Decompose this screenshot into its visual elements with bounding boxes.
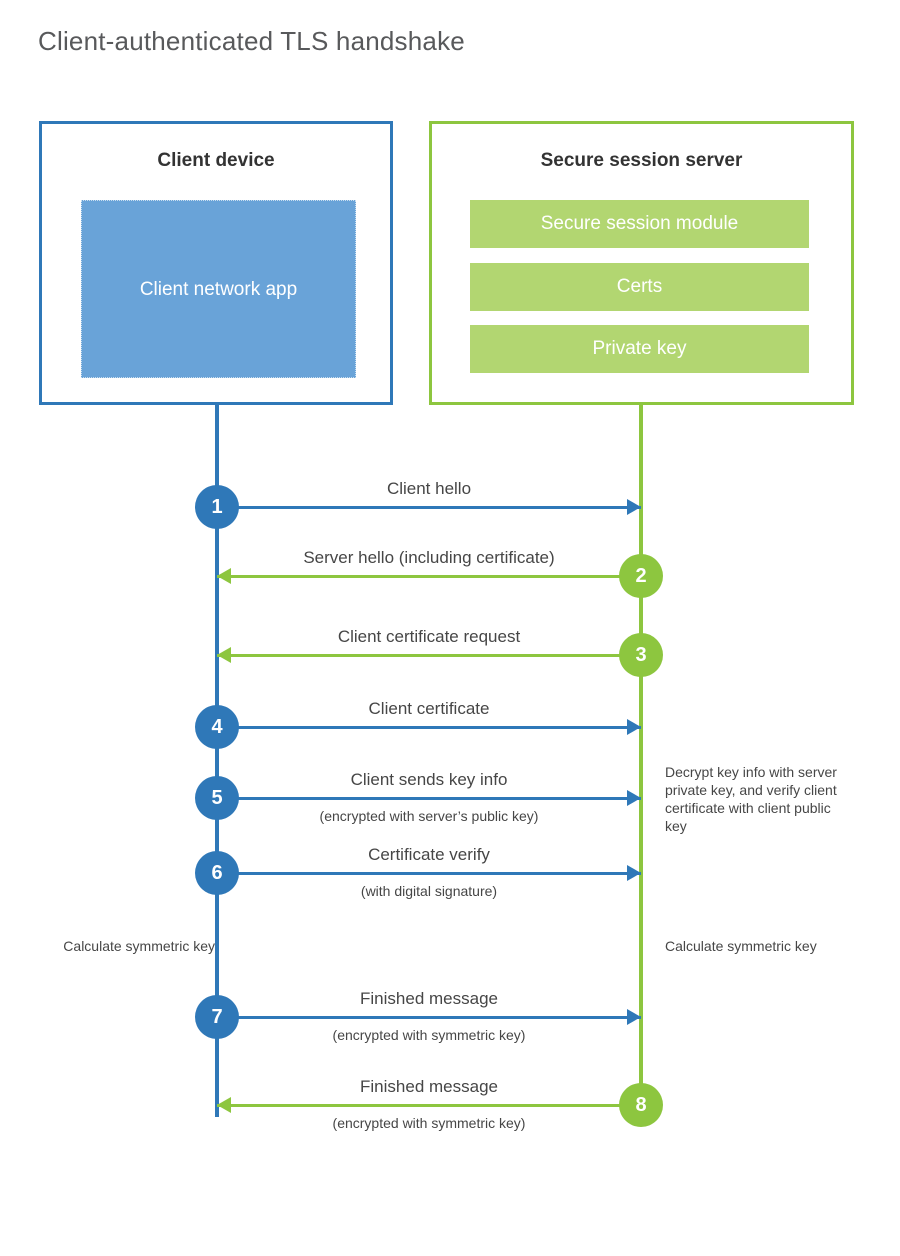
message-label-1: Client hello [386, 479, 472, 498]
server-component-certs: Certs [470, 263, 809, 311]
step-circle-7[interactable]: 7 [195, 995, 239, 1039]
server-lifeline [639, 405, 643, 1105]
message-sublabel-8: (encrypted with symmetric key) [332, 1115, 526, 1131]
server-component-private-key: Private key [470, 325, 809, 373]
message-label-3: Client certificate request [337, 627, 521, 646]
message-sublabel-5: (encrypted with server’s public key) [319, 808, 539, 824]
client-lifeline [215, 405, 219, 1117]
arrow-head-5 [627, 790, 641, 806]
message-label-6: Certificate verify [368, 845, 490, 864]
step-circle-6[interactable]: 6 [195, 851, 239, 895]
message-line-2 [217, 575, 641, 578]
step-circle-1[interactable]: 1 [195, 485, 239, 529]
message-line-8 [217, 1104, 641, 1107]
message-line-1 [217, 506, 641, 509]
server-component-secure-session-module: Secure session module [470, 200, 809, 248]
arrow-head-3 [217, 647, 231, 663]
step-circle-2[interactable]: 2 [619, 554, 663, 598]
arrow-head-6 [627, 865, 641, 881]
message-label-7: Finished message [360, 989, 498, 1008]
arrow-head-4 [627, 719, 641, 735]
message-line-5 [217, 797, 641, 800]
message-label-5: Client sends key info [350, 770, 508, 789]
arrow-head-2 [217, 568, 231, 584]
step-circle-4[interactable]: 4 [195, 705, 239, 749]
step-circle-3[interactable]: 3 [619, 633, 663, 677]
step-circle-5[interactable]: 5 [195, 776, 239, 820]
message-label-8: Finished message [360, 1077, 498, 1096]
message-label-4: Client certificate [368, 699, 490, 718]
arrow-head-8 [217, 1097, 231, 1113]
note-server-calculate-symmetric-key: Calculate symmetric key [665, 938, 817, 954]
secure-session-server-box: Secure session server Secure session mod… [429, 121, 854, 405]
client-device-title: Client device [157, 150, 275, 171]
message-label-2: Server hello (including certificate) [303, 548, 555, 567]
message-line-7 [217, 1016, 641, 1019]
message-line-3 [217, 654, 641, 657]
message-line-6 [217, 872, 641, 875]
arrow-head-1 [627, 499, 641, 515]
message-sublabel-7: (encrypted with symmetric key) [332, 1027, 526, 1043]
page-title: Client-authenticated TLS handshake [38, 26, 465, 56]
note-client-calculate-symmetric-key: Calculate symmetric key [63, 938, 215, 954]
client-device-box: Client device Client network app [39, 121, 393, 405]
secure-session-server-title: Secure session server [540, 150, 743, 171]
step-circle-8[interactable]: 8 [619, 1083, 663, 1127]
message-sublabel-6: (with digital signature) [360, 883, 498, 899]
message-line-4 [217, 726, 641, 729]
client-network-app-label: Client network app [139, 278, 298, 300]
arrow-head-7 [627, 1009, 641, 1025]
note-server-decrypt: Decrypt key info with server private key… [665, 764, 837, 834]
client-network-app-block: Client network app [81, 200, 356, 378]
